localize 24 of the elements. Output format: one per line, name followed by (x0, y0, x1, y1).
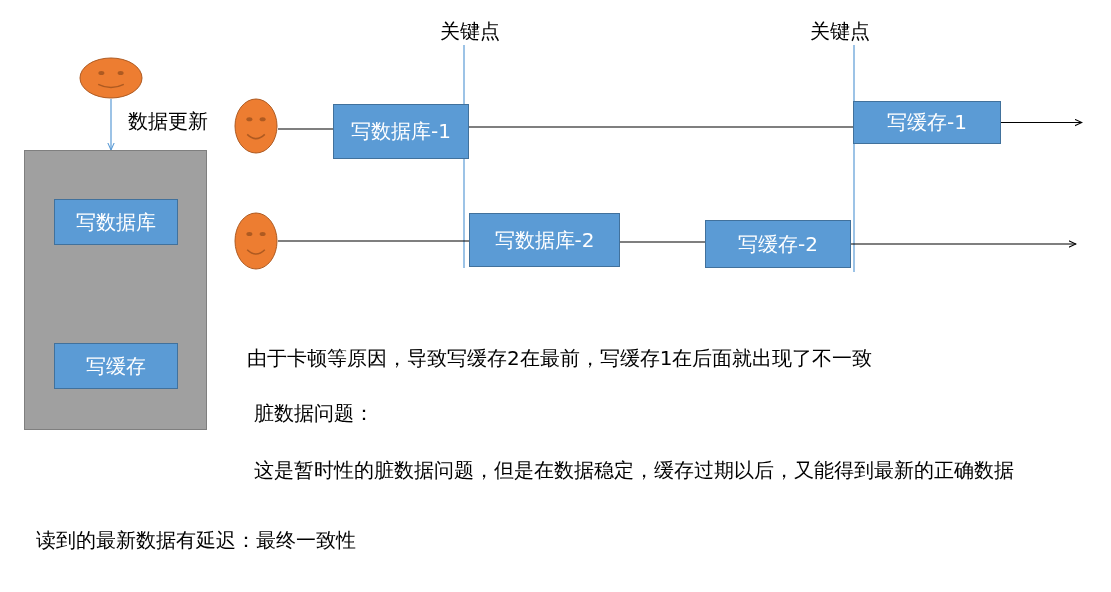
connector-line (277, 240, 470, 242)
arrow (107, 98, 115, 151)
process-box: 写缓存-1 (853, 101, 1001, 144)
process-box: 写缓存 (54, 343, 178, 389)
arrow (850, 240, 1077, 248)
arrow (1000, 118, 1083, 127)
marker-label: 关键点 (440, 18, 500, 45)
process-box: 写数据库-2 (469, 213, 620, 267)
smiley-face (79, 57, 143, 99)
process-box: 写数据库 (54, 199, 178, 245)
process-panel (24, 150, 207, 430)
connector-line (468, 126, 854, 128)
note-text: 读到的最新数据有延迟：最终一致性 (36, 527, 356, 554)
note-text: 脏数据问题： (254, 400, 374, 427)
node-caption: 数据更新 (128, 108, 208, 135)
connector-line (277, 128, 334, 130)
process-box: 写缓存-2 (705, 220, 851, 268)
process-box: 写数据库-1 (333, 104, 469, 159)
smiley-face (234, 98, 278, 154)
smiley-face (234, 212, 278, 270)
marker-label: 关键点 (810, 18, 870, 45)
connector-line (619, 241, 706, 243)
note-text: 这是暂时性的脏数据问题，但是在数据稳定，缓存过期以后，又能得到最新的正确数据 (254, 457, 1014, 484)
note-text: 由于卡顿等原因，导致写缓存2在最前，写缓存1在后面就出现了不一致 (247, 345, 873, 372)
